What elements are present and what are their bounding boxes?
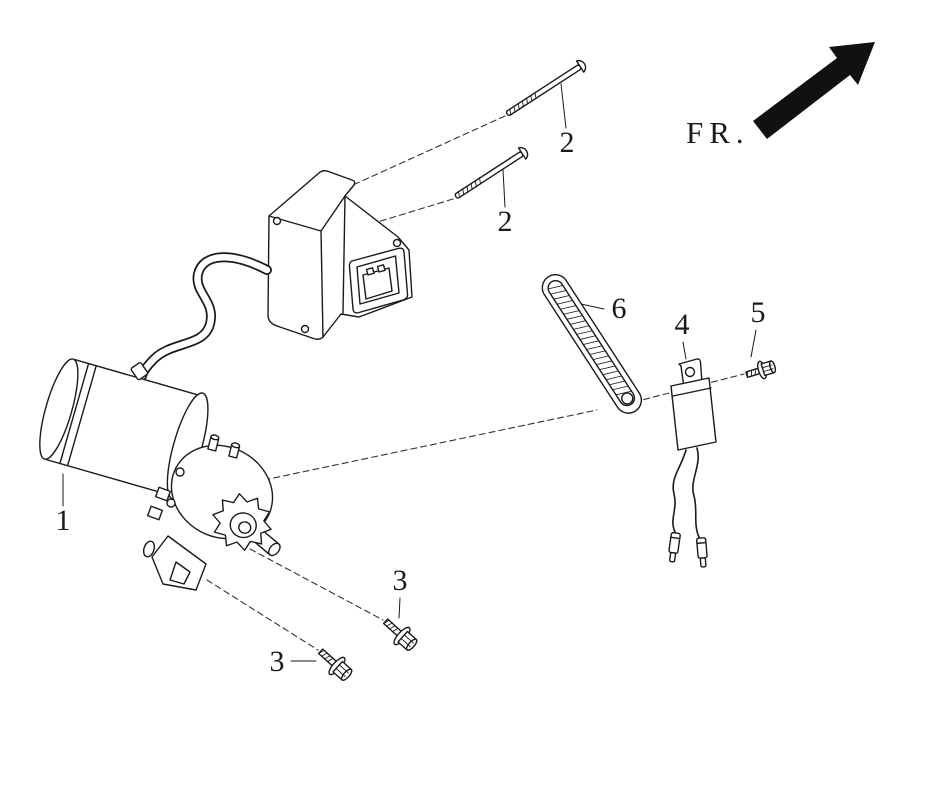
pinion-gear [212, 493, 272, 551]
terminal-stud [207, 434, 220, 452]
part-label-5: 5 [751, 296, 766, 329]
connector-socket [348, 247, 409, 314]
motor-cable [137, 252, 272, 381]
part-label-3-lower: 3 [270, 645, 285, 678]
part-label-6: 6 [612, 292, 627, 325]
front-direction-indicator: FR. [686, 42, 875, 150]
part-label-3-upper: 3 [393, 564, 408, 597]
label-leader-lines [62, 83, 757, 662]
part-label-1: 1 [56, 504, 71, 537]
part-label-2-upper: 2 [560, 126, 575, 159]
screw-icon [272, 216, 282, 226]
strap [541, 274, 643, 414]
terminal-stud [228, 442, 241, 459]
bolt-2-upper [505, 59, 587, 117]
bolt-3-lower [317, 648, 353, 681]
screw-icon [392, 238, 402, 248]
screw-icon [300, 324, 310, 334]
part-label-2-lower: 2 [498, 205, 513, 238]
assembly-dashed-lines [206, 115, 745, 651]
fr-label: FR. [686, 115, 750, 150]
part-label-4: 4 [675, 308, 690, 341]
front-arrow-icon [753, 42, 875, 139]
bullet-connector [695, 537, 708, 568]
bolt-5 [745, 360, 777, 380]
bolt-3-upper [382, 618, 418, 651]
starter-motor [39, 358, 281, 591]
bullet-connector [668, 531, 681, 563]
resistor-assembly [668, 358, 717, 568]
solenoid-box [267, 170, 413, 340]
bolt-2-lower [454, 146, 529, 199]
